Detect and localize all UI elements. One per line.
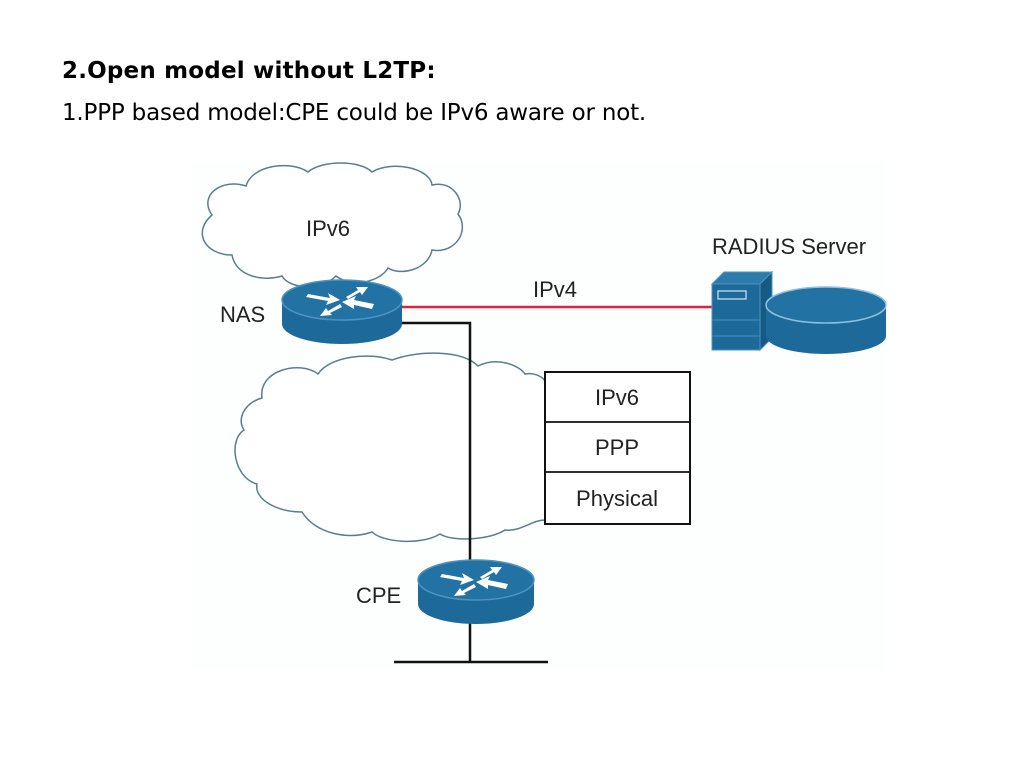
cpe-router — [417, 559, 535, 624]
drive-slot-icon — [717, 290, 747, 300]
nas-cpe-link — [400, 321, 472, 568]
access-cloud — [234, 352, 546, 543]
stack-layer-physical: Physical — [576, 486, 658, 511]
slide-subtitle: 1.PPP based model:CPE could be IPv6 awar… — [62, 100, 647, 126]
cpe-label: CPE — [356, 583, 401, 608]
slide-title: 2.Open model without L2TP: — [62, 58, 436, 84]
protocol-stack: IPv6 PPP Physical — [544, 371, 691, 525]
radius-server — [710, 270, 887, 354]
stack-layer-ipv6: IPv6 — [595, 385, 639, 410]
ipv6-cloud-label: IPv6 — [306, 216, 350, 241]
nas-label: NAS — [220, 302, 265, 327]
radius-server-label: RADIUS Server — [712, 234, 866, 259]
ipv4-link-label: IPv4 — [533, 277, 577, 302]
nas-router — [281, 279, 403, 344]
stack-layer-ppp: PPP — [595, 435, 639, 460]
